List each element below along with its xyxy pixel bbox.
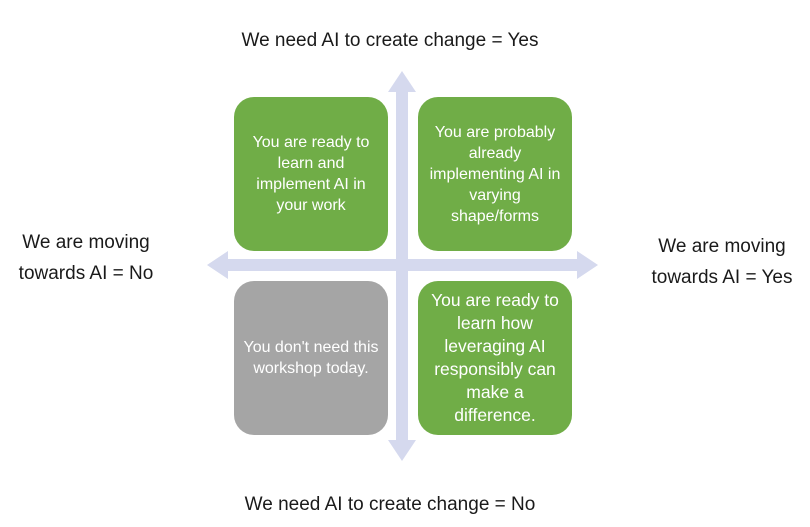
axis-label-bottom: We need AI to create change = No	[244, 494, 536, 515]
arrow-right-icon	[577, 251, 598, 279]
horizontal-axis-shaft	[226, 259, 580, 271]
arrow-up-icon	[388, 71, 416, 92]
quadrant-top-left: You are ready to learn and implement AI …	[234, 97, 388, 251]
axis-label-left: We are moving towards AI = No	[18, 232, 154, 284]
axis-label-right: We are moving towards AI = Yes	[651, 236, 793, 288]
quadrant-bottom-right-text: You are ready to learn how leveraging AI…	[431, 290, 559, 425]
quadrant-bottom-left-text: You don't need this workshop today.	[243, 339, 379, 377]
quadrant-top-left-text: You are ready to learn and implement AI …	[252, 134, 370, 214]
quadrant-top-right-text: You are probably already implementing AI…	[429, 123, 561, 225]
quadrant-bottom-right: You are ready to learn how leveraging AI…	[418, 281, 572, 435]
quadrant-top-right: You are probably already implementing AI…	[418, 97, 572, 251]
arrow-left-icon	[207, 251, 228, 279]
axis-label-top: We need AI to create change = Yes	[241, 30, 539, 51]
arrow-down-icon	[388, 440, 416, 461]
quadrant-bottom-left: You don't need this workshop today.	[234, 281, 388, 435]
